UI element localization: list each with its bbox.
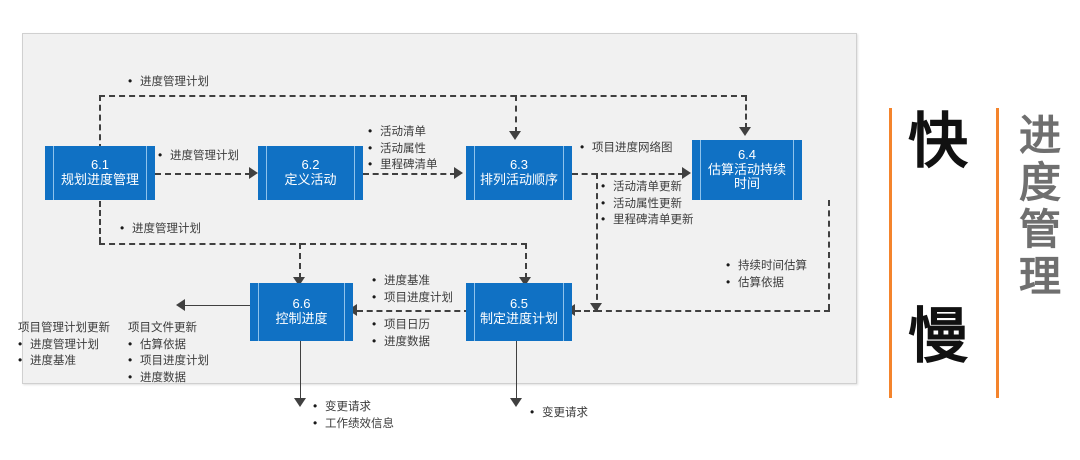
annotation-item: 活动属性 [368,140,438,158]
big-char-slow: 慢 [908,302,968,372]
arrowhead-65-out-down [510,398,522,407]
process-id: 6.3 [509,157,529,173]
annotation-63-down: 活动清单更新 活动属性更新 里程碑清单更新 [601,178,694,229]
annotation-item: 活动清单 [368,123,438,141]
annotation-item: 项目进度计划 [372,289,453,307]
process-id: 6.2 [301,157,320,173]
process-name-line-1: 估算活动持续 [707,161,786,177]
process-id: 6.1 [90,157,110,173]
connector-mid-rail [99,243,527,245]
arrowhead-mid-to-65 [519,277,531,286]
connector-64-to-65-rail [596,310,830,312]
annotation-item: 进度管理计划 [158,147,239,165]
annotation-63-to-64: 项目进度网络图 [580,139,673,157]
vertical-title-char: 管 [1018,205,1061,255]
annotation-item: 进度管理计划 [18,336,110,354]
annotation-64-to-65: 持续时间估算 估算依据 [726,257,807,292]
connector-top-to-63 [515,95,517,133]
annotation-66-out-left-group-1: 项目管理计划更新 进度管理计划 进度基准 [18,320,110,370]
process-name: 排列活动顺序 [479,172,558,187]
arrowhead-62-to-63 [454,167,463,179]
annotation-item: 进度数据 [128,369,209,387]
connector-61-to-62 [155,173,251,175]
annotation-65-outputs: 变更请求 [530,404,588,422]
connector-66-out-down [300,341,301,404]
vertical-title-char: 理 [1018,252,1061,302]
process-box-6-1[interactable]: 6.1 规划进度管理 [45,146,155,200]
annotation-item: 项目进度计划 [128,352,209,370]
process-box-6-3[interactable]: 6.3 排列活动顺序 [466,146,572,200]
annotation-heading: 项目管理计划更新 [18,322,110,334]
arrowhead-top-to-63 [509,131,521,140]
annotation-item: 项目日历 [372,316,430,334]
process-box-6-4[interactable]: 6.4 估算活动持续 时间 [692,140,802,200]
annotation-item: 进度数据 [372,333,430,351]
annotation-item: 活动清单更新 [601,178,694,196]
connector-65-to-66 [357,310,470,312]
arrowhead-61-to-62 [249,167,258,179]
process-box-6-2[interactable]: 6.2 定义活动 [258,146,363,200]
process-id: 6.5 [509,296,529,312]
process-box-6-5[interactable]: 6.5 制定进度计划 [466,283,572,341]
arrowhead-66-out-down [294,398,306,407]
accent-rail-right [996,108,999,398]
accent-rail-left [889,108,892,398]
connector-61-down [99,192,101,243]
annotation-mid-plan: 进度管理计划 [120,220,201,238]
annotation-item: 估算依据 [128,336,209,354]
process-name: 规划进度管理 [60,172,139,187]
connector-61-up [99,95,101,150]
process-name: 定义活动 [284,172,337,187]
annotation-66-out-left-group-2: 项目文件更新 估算依据 项目进度计划 进度数据 [128,320,209,387]
process-name: 制定进度计划 [479,311,558,326]
annotation-heading: 项目文件更新 [128,322,197,334]
annotation-item: 项目进度网络图 [580,139,673,157]
connector-65-out-down [516,341,517,404]
vertical-title-text: 进度管理 [1015,112,1065,300]
process-name: 控制进度 [275,311,328,326]
annotation-top-plan: 进度管理计划 [128,73,209,91]
diagram-panel [22,33,857,384]
connector-top-rail [99,95,747,97]
annotation-item: 里程碑清单 [368,156,438,174]
annotation-item: 变更请求 [530,404,588,422]
annotation-item: 活动属性更新 [601,195,694,213]
annotation-item: 变更请求 [313,398,394,416]
big-char-fast: 快 [908,107,968,177]
arrowhead-mid-to-66 [293,277,305,286]
annotation-65-to-66-upper: 进度基准 项目进度计划 [372,272,453,307]
connector-mid-to-65 [525,243,527,279]
connector-63-down [596,173,598,310]
arrowhead-63-down-to-65 [590,303,602,312]
vertical-title-char: 度 [1018,158,1061,208]
connector-63-down-into-65 [575,310,599,312]
process-name-line-2: 时间 [733,176,760,192]
annotation-item: 里程碑清单更新 [601,211,694,229]
process-id: 6.6 [292,296,311,312]
connector-66-out-left [185,305,253,306]
connector-64-down [828,200,830,310]
annotation-item: 进度基准 [372,272,453,290]
annotation-62-to-63: 活动清单 活动属性 里程碑清单 [368,123,438,174]
annotation-item: 工作绩效信息 [313,415,394,433]
vertical-title-char: 进 [1018,111,1061,160]
annotation-item: 进度管理计划 [128,73,209,91]
arrowhead-top-to-64 [739,127,751,136]
connector-63-to-64 [572,173,684,175]
process-id: 6.4 [737,146,757,162]
annotation-65-to-66-lower: 项目日历 进度数据 [372,316,430,351]
annotation-item: 持续时间估算 [726,257,807,275]
annotation-61-to-62: 进度管理计划 [158,147,239,165]
vertical-title-schedule-management: 进度管理 [1015,112,1065,300]
arrowhead-63-to-64 [682,167,691,179]
annotation-item: 进度管理计划 [120,220,201,238]
annotation-item: 进度基准 [18,352,110,370]
annotation-item: 估算依据 [726,274,807,292]
process-box-6-6[interactable]: 6.6 控制进度 [250,283,353,341]
arrowhead-66-out-left [176,299,185,311]
connector-top-to-64 [745,95,747,129]
annotation-66-outputs: 变更请求 工作绩效信息 [313,398,394,433]
connector-mid-to-66 [299,243,301,279]
